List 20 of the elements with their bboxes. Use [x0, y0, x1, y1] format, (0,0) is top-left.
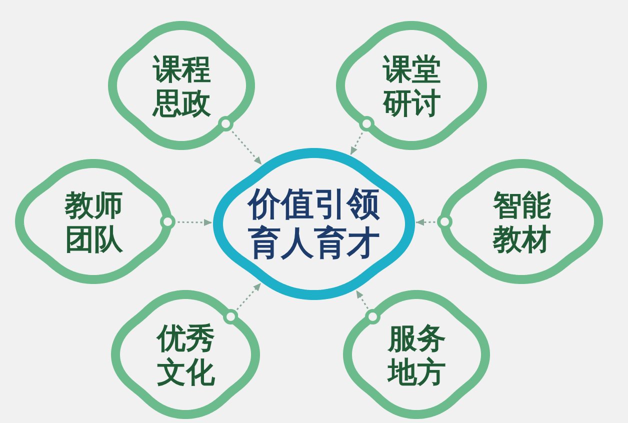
node-label: 智能教材 [492, 188, 552, 256]
node-label: 价值引领育人育才 [247, 185, 381, 263]
node-label: 优秀文化 [156, 320, 216, 390]
arrow [416, 218, 436, 226]
node-label: 课程思政 [152, 52, 212, 120]
cloud-shape [440, 159, 604, 284]
arrow [356, 290, 369, 309]
arrow [232, 131, 262, 166]
cloud-shape [108, 21, 256, 150]
cloud-shape [336, 21, 488, 150]
node-label: 课堂研讨 [382, 52, 442, 120]
cloud-shape [15, 159, 172, 284]
arrow [178, 218, 212, 226]
cloud-shape [212, 148, 415, 300]
arrow [236, 282, 262, 310]
cloud-shape [343, 290, 490, 420]
arrow [350, 132, 363, 156]
node-label: 服务地方 [387, 320, 447, 390]
node-label: 教师团队 [64, 188, 124, 256]
cloud-shape [111, 290, 260, 420]
